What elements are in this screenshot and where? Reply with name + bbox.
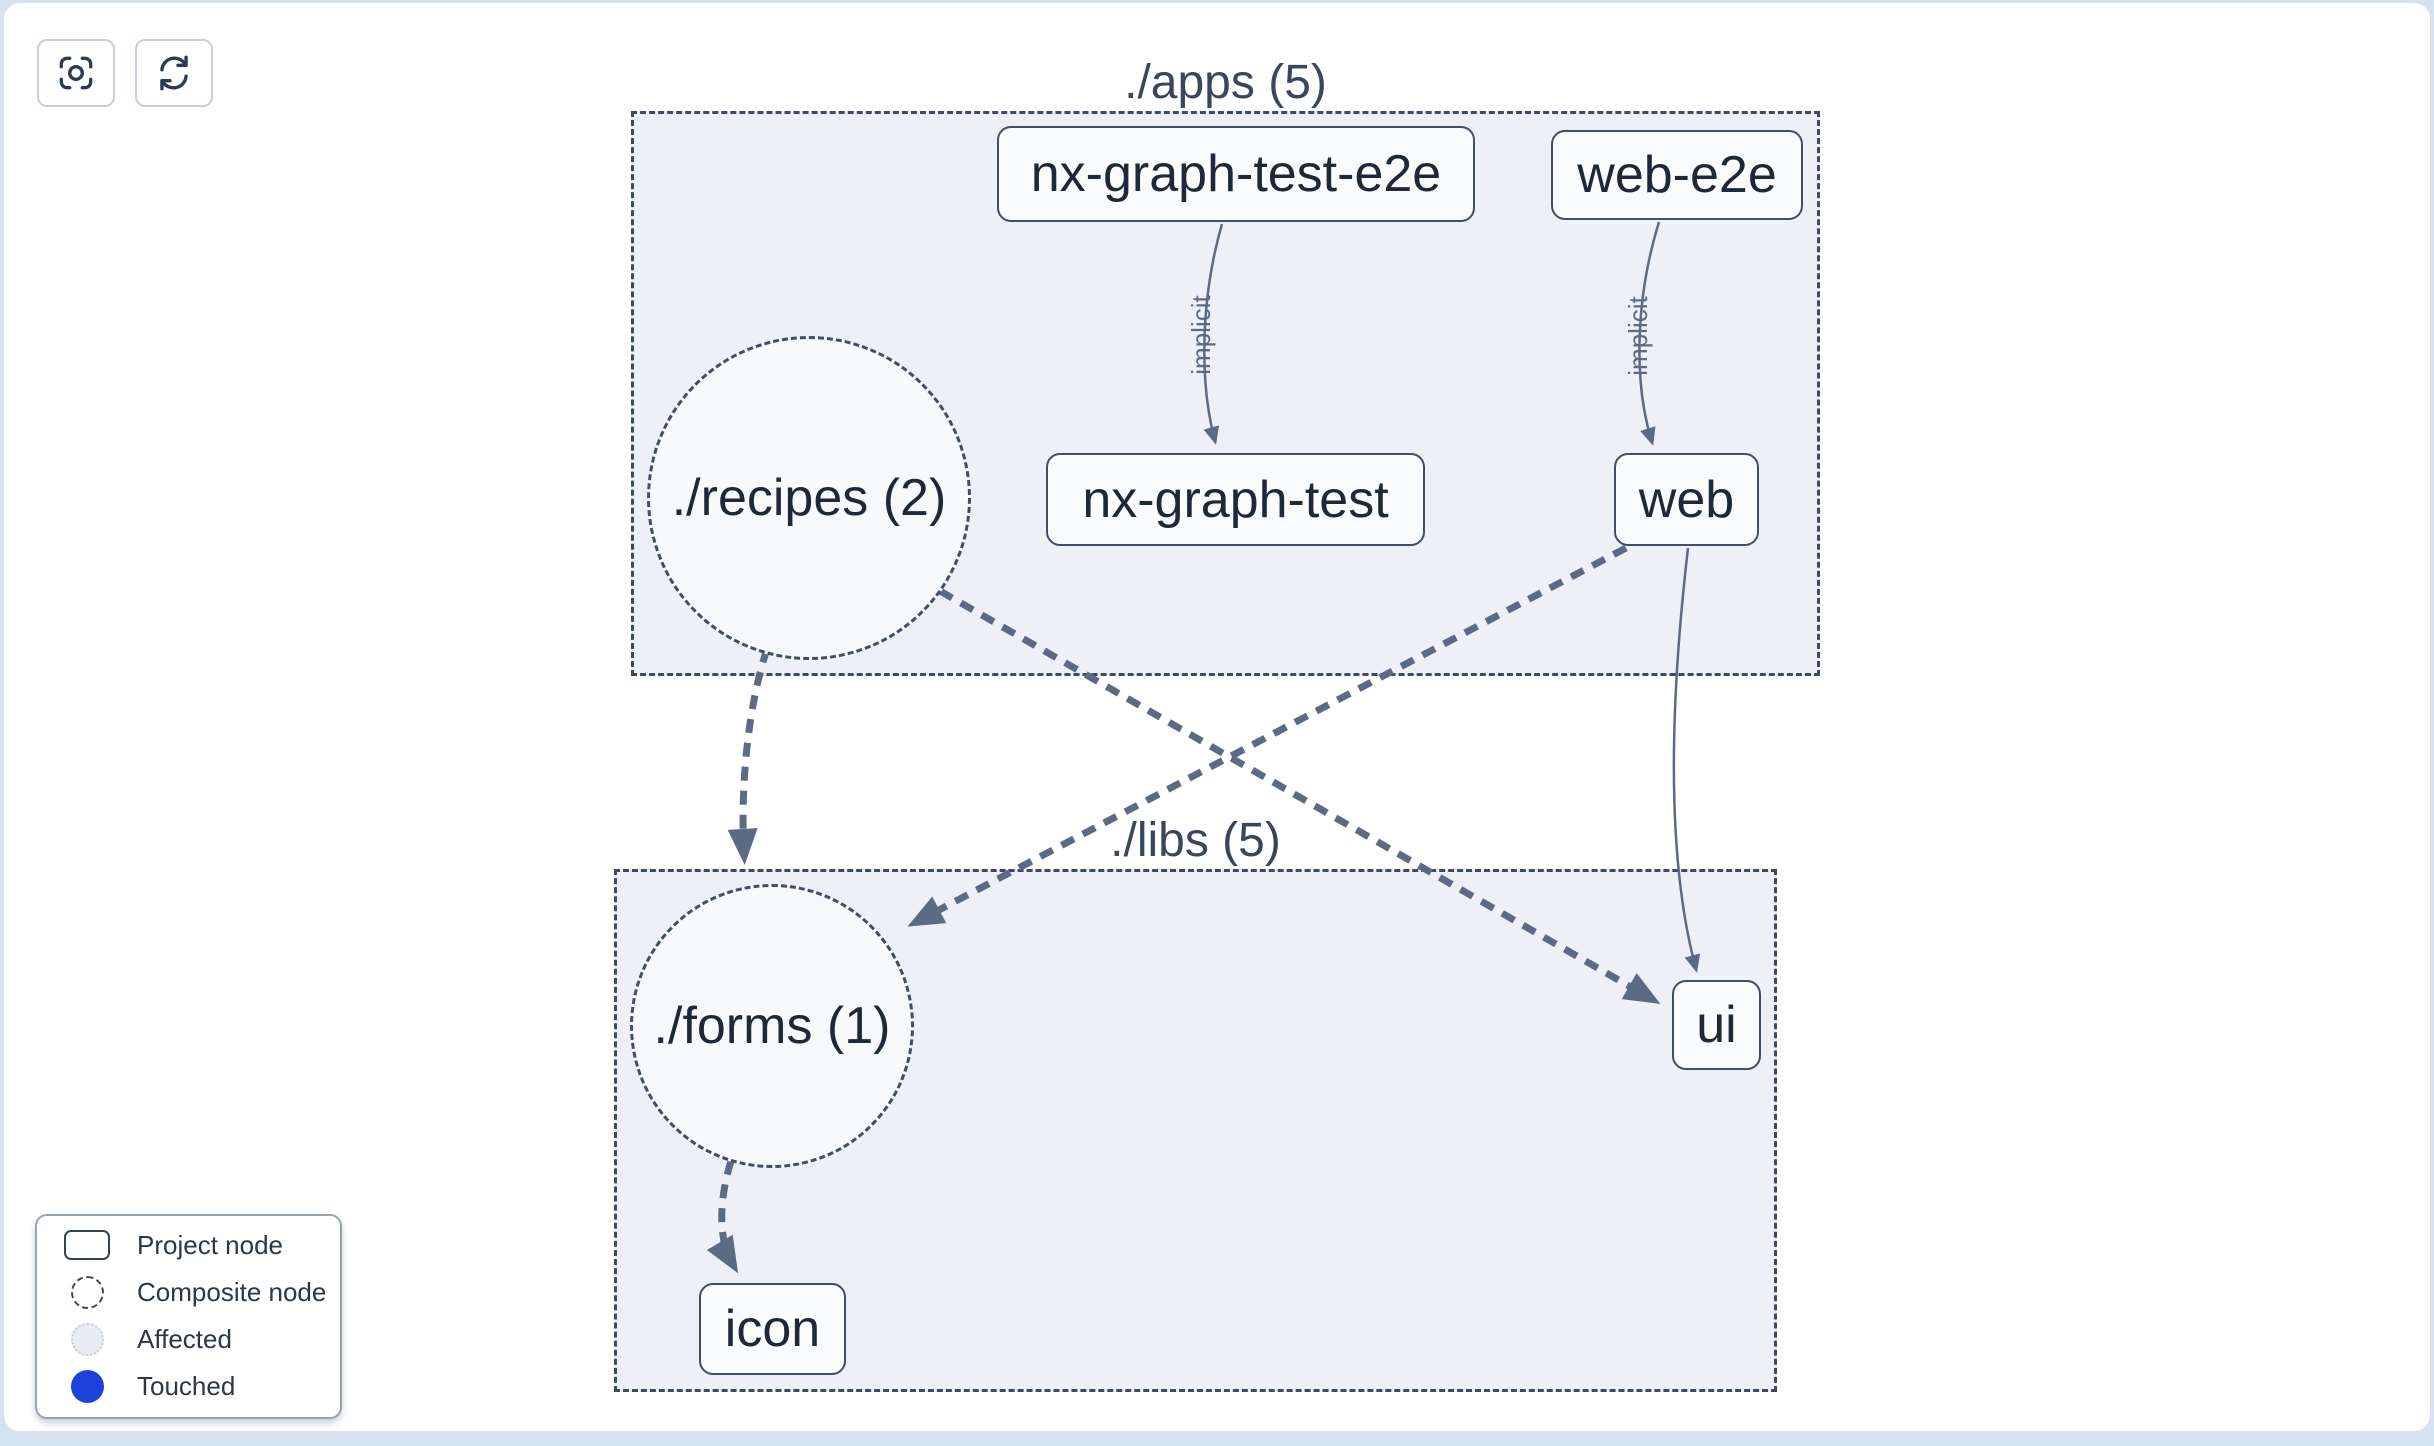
group-libs-label: ./libs (5): [1110, 814, 1281, 867]
edge-web-e2e-to-web[interactable]: [1638, 221, 1661, 446]
legend-item-project-node: Project node: [37, 1228, 340, 1262]
focus-button[interactable]: [37, 39, 115, 107]
focus-center-icon: [59, 56, 93, 90]
composite-node-recipes[interactable]: ./recipes (2): [647, 336, 971, 660]
project-node-swatch: [64, 1230, 110, 1260]
node-label: nx-graph-test: [1082, 470, 1389, 529]
node-label: ./forms (1): [653, 997, 891, 1055]
node-nx-graph-test-e2e[interactable]: nx-graph-test-e2e: [997, 126, 1475, 222]
edge-recipes-to-forms[interactable]: [727, 647, 771, 865]
legend-item-touched: Touched: [37, 1369, 340, 1403]
refresh-button[interactable]: [135, 39, 213, 107]
refresh-icon: [160, 55, 188, 91]
legend-label: Composite node: [137, 1276, 327, 1307]
touched-swatch: [70, 1369, 104, 1403]
node-label: web: [1638, 470, 1735, 529]
legend-label: Project node: [137, 1229, 283, 1260]
legend: Project node Composite node Affected Tou…: [35, 1214, 342, 1419]
legend-label: Touched: [137, 1370, 236, 1401]
node-label: ./recipes (2): [671, 469, 947, 527]
group-apps-label: ./apps (5): [1124, 56, 1327, 109]
affected-swatch: [70, 1322, 104, 1356]
node-ui[interactable]: ui: [1672, 980, 1761, 1070]
node-nx-graph-test[interactable]: nx-graph-test: [1046, 453, 1425, 546]
node-web-e2e[interactable]: web-e2e: [1551, 130, 1803, 220]
legend-item-composite-node: Composite node: [37, 1275, 340, 1309]
edge-web-to-forms[interactable]: [907, 544, 1628, 927]
node-label: ui: [1696, 996, 1737, 1054]
node-label: web-e2e: [1577, 146, 1777, 204]
node-icon[interactable]: icon: [699, 1283, 846, 1375]
node-label: nx-graph-test-e2e: [1030, 145, 1442, 203]
composite-node-swatch: [70, 1275, 104, 1309]
legend-label: Affected: [137, 1323, 232, 1354]
node-web[interactable]: web: [1614, 453, 1759, 546]
legend-item-affected: Affected: [37, 1322, 340, 1356]
edge-web-to-ui[interactable]: [1672, 547, 1701, 973]
edge-nx-graph-test-e2e-to-nx-graph-test[interactable]: [1203, 223, 1224, 445]
edge-forms-to-icon[interactable]: [706, 1159, 739, 1274]
edge-recipes-to-ui[interactable]: [938, 587, 1661, 1004]
node-label: icon: [724, 1300, 821, 1358]
composite-node-forms[interactable]: ./forms (1): [630, 884, 914, 1168]
